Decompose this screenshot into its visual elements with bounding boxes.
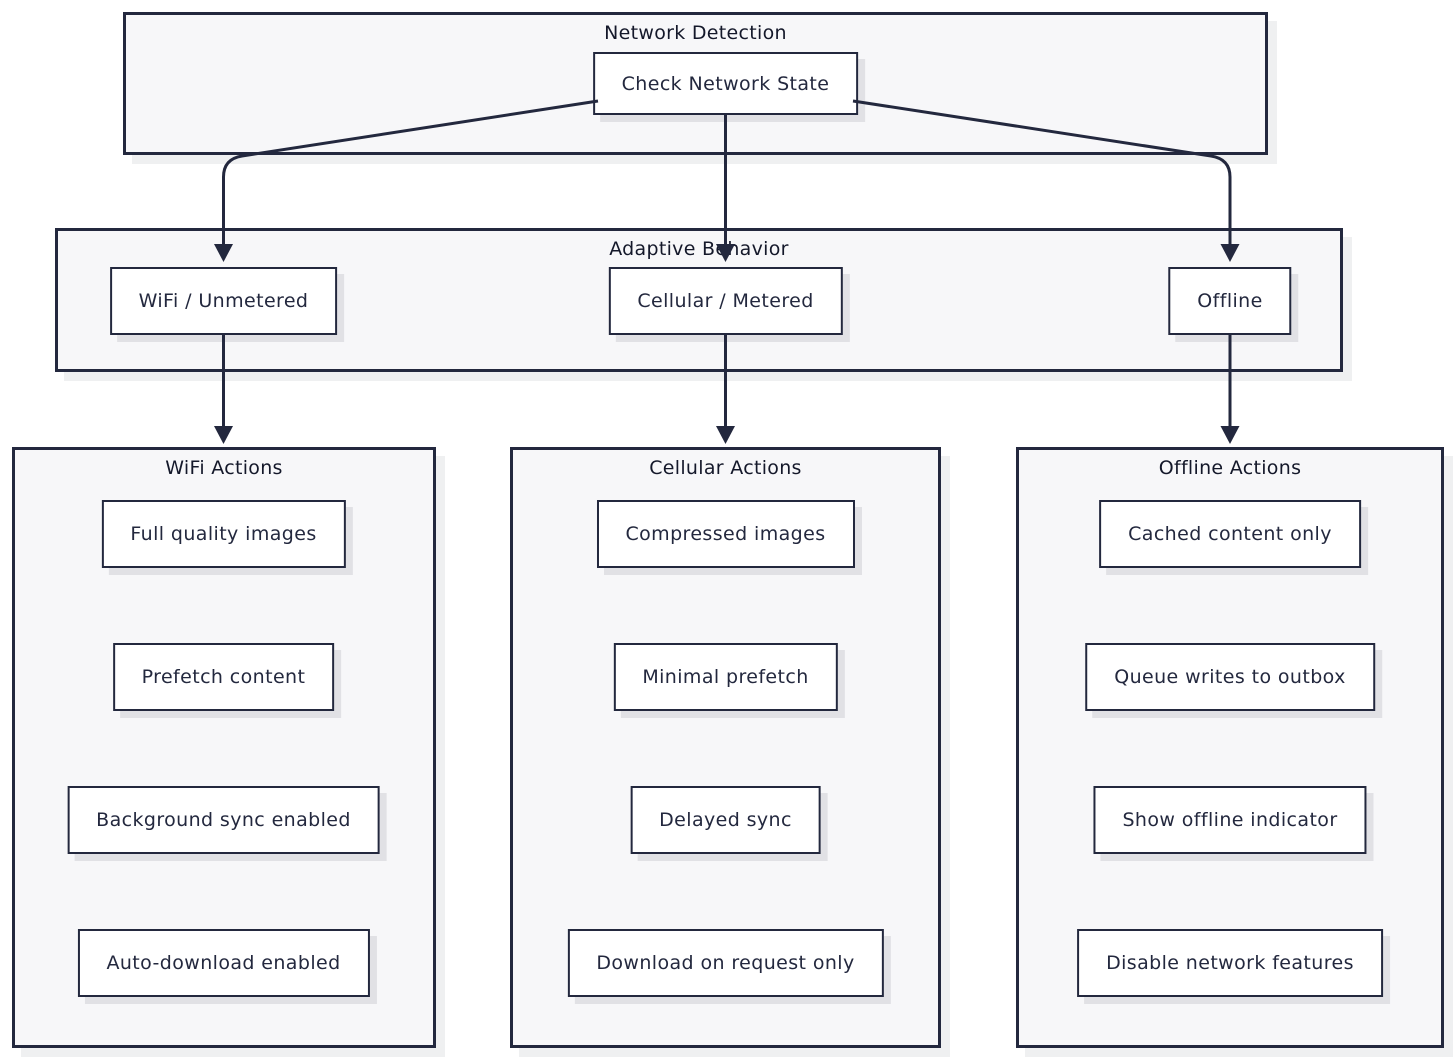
node-full-quality-images: Full quality images [101,500,346,568]
node-check-network-state: Check Network State [592,52,859,115]
arrowhead [214,426,233,444]
arrowhead [1220,426,1240,444]
cluster-adaptive-behavior-title: Adaptive Behavior [609,238,789,260]
node-queue-writes-to-outbox: Queue writes to outbox [1085,643,1375,711]
node-background-sync-enabled: Background sync enabled [67,786,380,854]
node-show-offline-indicator: Show offline indicator [1093,786,1367,854]
node-offline: Offline [1168,267,1292,335]
arrowhead [716,426,735,444]
node-disable-network-features: Disable network features [1077,929,1383,997]
node-cached-content-only: Cached content only [1099,500,1361,568]
node-auto-download-enabled: Auto-download enabled [77,929,370,997]
node-compressed-images: Compressed images [596,500,855,568]
cluster-cellular-actions-title: Cellular Actions [649,457,802,479]
cluster-wifi-actions-title: WiFi Actions [165,457,283,479]
node-delayed-sync: Delayed sync [630,786,821,854]
node-wifi-unmetered: WiFi / Unmetered [109,267,338,335]
node-download-on-request-only: Download on request only [567,929,884,997]
node-cellular-metered: Cellular / Metered [608,267,843,335]
cluster-network-detection-title: Network Detection [604,22,787,44]
cluster-offline-actions-title: Offline Actions [1158,457,1302,479]
node-minimal-prefetch: Minimal prefetch [613,643,838,711]
node-prefetch-content: Prefetch content [112,643,335,711]
